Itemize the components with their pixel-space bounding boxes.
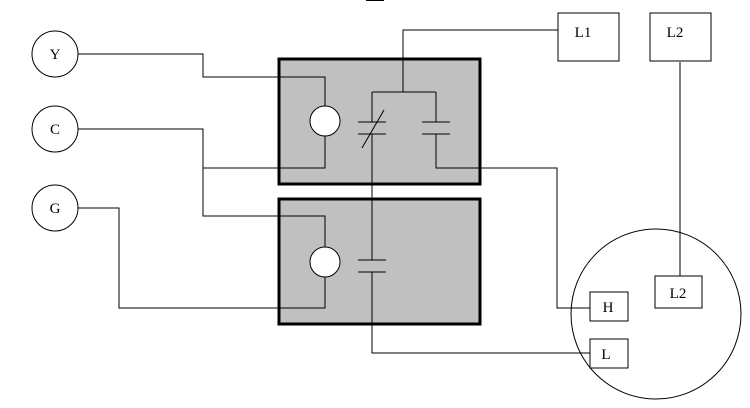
- lower-relay-box: [277, 197, 482, 326]
- motor-terminal-l2: L2: [654, 275, 703, 309]
- wire-c: [78, 128, 326, 309]
- motor-terminal-l: L: [589, 338, 629, 369]
- motor-terminal-h: H: [589, 291, 629, 322]
- supply-l1-box: L1: [557, 12, 620, 62]
- nc-contact-plates: [358, 121, 386, 135]
- supply-l1-label: L1: [575, 25, 592, 41]
- terminal-c-label: C: [50, 122, 60, 138]
- l1-feed-wire: [402, 29, 558, 92]
- upper-relay-coil: [309, 105, 341, 137]
- no-contact-leads: [435, 92, 590, 309]
- wire-g: [78, 207, 279, 309]
- motor-terminal-h-label: H: [603, 300, 614, 316]
- lower-relay-coil: [309, 246, 341, 278]
- nc-contact-slash: [361, 109, 385, 149]
- terminal-g: G: [31, 184, 79, 232]
- wire-y: [78, 53, 326, 169]
- terminal-y: Y: [31, 30, 79, 78]
- lower-contact-lead: [371, 272, 590, 354]
- motor-terminal-l2-label: L2: [670, 286, 687, 302]
- supply-l2-box: L2: [649, 12, 712, 62]
- terminal-y-label: Y: [50, 47, 61, 63]
- no-contact-plates: [422, 121, 450, 135]
- terminal-c: C: [31, 105, 79, 153]
- terminal-g-label: G: [50, 201, 61, 217]
- supply-l2-label: L2: [667, 25, 684, 41]
- motor-terminal-l-label: L: [601, 347, 610, 363]
